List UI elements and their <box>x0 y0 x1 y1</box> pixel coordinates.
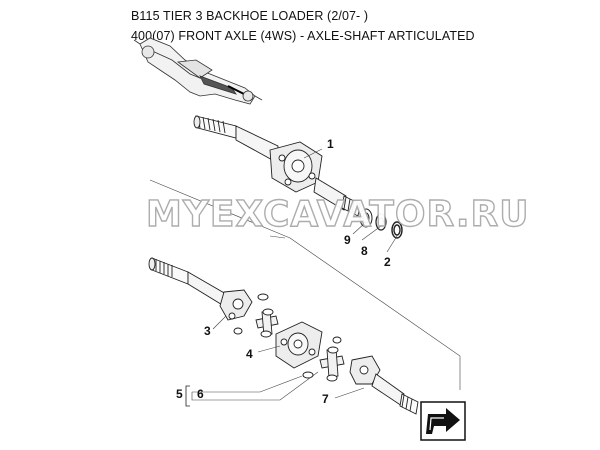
callout-5: 5 <box>176 387 183 401</box>
double-yoke-coupling-4 <box>275 321 323 369</box>
callout-7: 7 <box>322 392 329 406</box>
bearing-cups <box>233 293 342 379</box>
callout-1: 1 <box>327 137 334 151</box>
universal-joint-cross <box>255 308 279 338</box>
inner-shaft-yoke-3 <box>148 257 253 321</box>
washer-8 <box>375 213 387 231</box>
seal-ring-9 <box>359 208 373 228</box>
outer-shaft-7 <box>349 355 419 415</box>
diagram-title: B115 TIER 3 BACKHOE LOADER (2/07- ) <box>131 9 369 23</box>
group-bracket <box>185 385 190 407</box>
callout-8: 8 <box>361 244 368 258</box>
articulated-axle-shaft-1 <box>193 115 361 217</box>
callout-3: 3 <box>204 324 211 338</box>
diagram-subtitle: 400(07) FRONT AXLE (4WS) - AXLE-SHAFT AR… <box>131 29 475 43</box>
universal-joint-cross-2 <box>319 346 345 382</box>
next-page-arrow-icon[interactable] <box>420 401 466 441</box>
axle-housing-thumbnail <box>133 37 263 105</box>
site-watermark: MYEXCAVATOR.RU <box>146 194 529 235</box>
callout-6: 6 <box>197 387 204 401</box>
circlip-2 <box>391 221 403 239</box>
callout-4: 4 <box>246 347 253 361</box>
leader-lines <box>149 148 461 401</box>
callout-9: 9 <box>344 233 351 247</box>
callout-2: 2 <box>384 255 391 269</box>
